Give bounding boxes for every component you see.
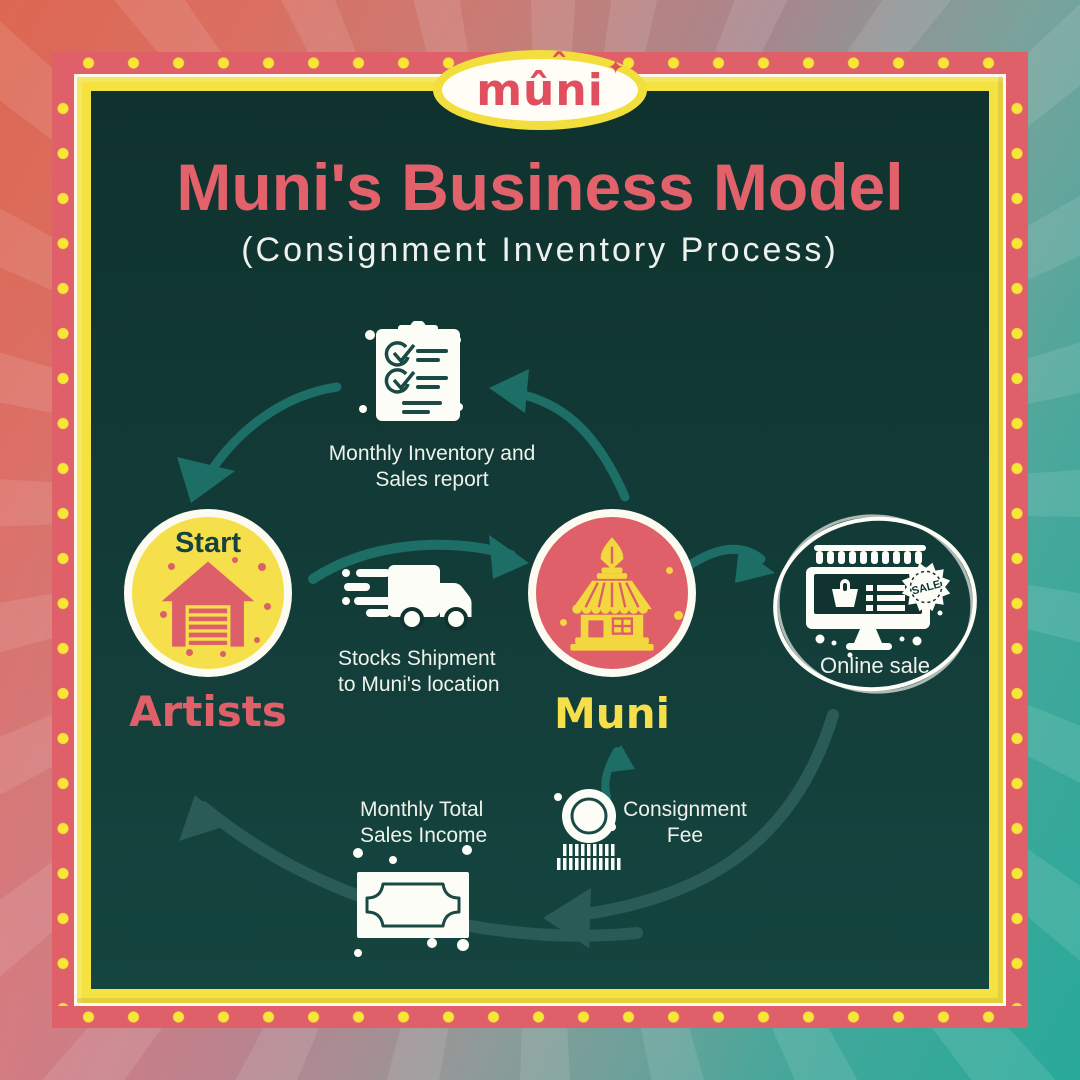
page-subtitle: (Consignment Inventory Process) bbox=[241, 231, 839, 269]
shipment-line1: Stocks Shipment bbox=[338, 647, 496, 670]
income-caption: Monthly Total Sales Income bbox=[360, 797, 487, 849]
sparkle-icon: ✦ bbox=[607, 57, 624, 79]
warehouse-icon bbox=[161, 561, 255, 649]
fee-line1: Consignment bbox=[623, 798, 747, 821]
start-badge: Start bbox=[174, 527, 242, 559]
income-line2: Sales Income bbox=[360, 824, 488, 847]
banknote-icon bbox=[357, 872, 469, 938]
arrow-muni-to-report bbox=[489, 369, 630, 502]
income-line1: Monthly Total bbox=[360, 798, 484, 821]
report-line1: Monthly Inventory and bbox=[328, 442, 536, 465]
online-sale-sketch-circle bbox=[773, 514, 977, 694]
arrow-muni-to-online bbox=[682, 544, 775, 583]
muni-label: Muni bbox=[554, 689, 670, 738]
online-store-icon: SALE bbox=[806, 545, 951, 658]
shipment-line2: to Muni's location bbox=[338, 673, 500, 696]
marquee-lights-bottom bbox=[52, 1006, 1028, 1028]
storefront-icon bbox=[570, 537, 654, 651]
arrow-artists-to-muni bbox=[308, 535, 529, 584]
arrow-fee-to-muni bbox=[601, 745, 635, 801]
sale-badge: SALE bbox=[901, 562, 951, 612]
delivery-truck-icon bbox=[342, 565, 472, 631]
page-title: Muni's Business Model bbox=[176, 150, 904, 224]
muni-logo: mûni ˆ ✦ bbox=[433, 47, 647, 130]
chalkboard: Muni's Business Model (Consignment Inven… bbox=[91, 91, 989, 989]
fee-caption: Consignment Fee bbox=[623, 797, 747, 849]
clipboard-icon bbox=[376, 321, 460, 421]
arrow-report-to-artists bbox=[177, 382, 342, 503]
flow-arrows-layer bbox=[177, 330, 977, 957]
marquee-lights-left bbox=[52, 74, 74, 1006]
fee-line2: Fee bbox=[666, 824, 704, 847]
logo-wordmark: mûni bbox=[476, 65, 604, 116]
logo-accent-caret: ˆ bbox=[553, 47, 565, 85]
marquee-lights-right bbox=[1006, 74, 1028, 1006]
report-line2: Sales report bbox=[375, 468, 489, 491]
node-muni bbox=[528, 509, 696, 677]
shipment-caption: Stocks Shipment to Muni's location bbox=[338, 646, 500, 698]
coin-stack-icon bbox=[557, 789, 621, 870]
online-sale-label: Online sale bbox=[819, 653, 931, 678]
node-artists: Start bbox=[124, 509, 292, 677]
artists-label: Artists bbox=[129, 687, 287, 736]
report-caption: Monthly Inventory and Sales report bbox=[329, 441, 536, 493]
